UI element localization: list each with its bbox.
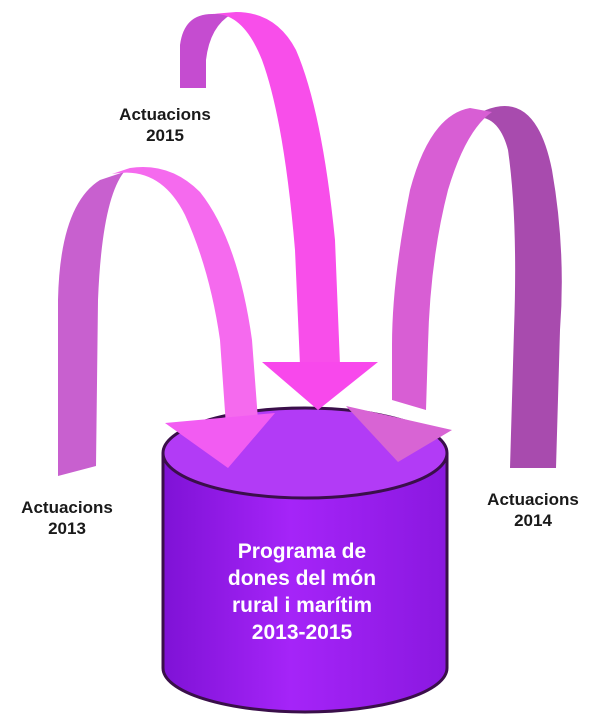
arrow-2015-back [180, 14, 232, 88]
arrow-2013 [58, 167, 275, 476]
label-actuacions-2015: Actuacions 2015 [100, 104, 230, 146]
arrow-2013-back [58, 172, 124, 476]
container-title: Programa de dones del món rural i maríti… [200, 538, 404, 646]
container-title-line1: Programa de [237, 540, 367, 563]
arrow-2014-head [346, 406, 452, 462]
label-2015-line1: Actuacions [119, 105, 211, 124]
label-2015-line2: 2015 [146, 126, 184, 145]
arrow-2014-band [392, 108, 492, 410]
container-title-line4: 2013-2015 [251, 621, 353, 644]
arrow-2014-back [470, 106, 562, 468]
arrow-2013-head [165, 413, 275, 468]
label-2013-line2: 2013 [48, 519, 86, 538]
container-title-line3: rural i marítim [231, 594, 373, 617]
label-2014-line1: Actuacions [487, 490, 579, 509]
label-2014-line2: 2014 [514, 511, 552, 530]
container-title-line2: dones del món [227, 567, 377, 590]
label-actuacions-2013: Actuacions 2013 [2, 497, 132, 539]
arrow-2015 [180, 12, 378, 410]
label-actuacions-2014: Actuacions 2014 [468, 489, 598, 531]
arrow-2014 [346, 106, 562, 468]
arrow-2015-head [262, 362, 378, 410]
arrow-2015-band [212, 12, 340, 365]
label-2013-line1: Actuacions [21, 498, 113, 517]
arrow-2013-band [112, 167, 258, 426]
